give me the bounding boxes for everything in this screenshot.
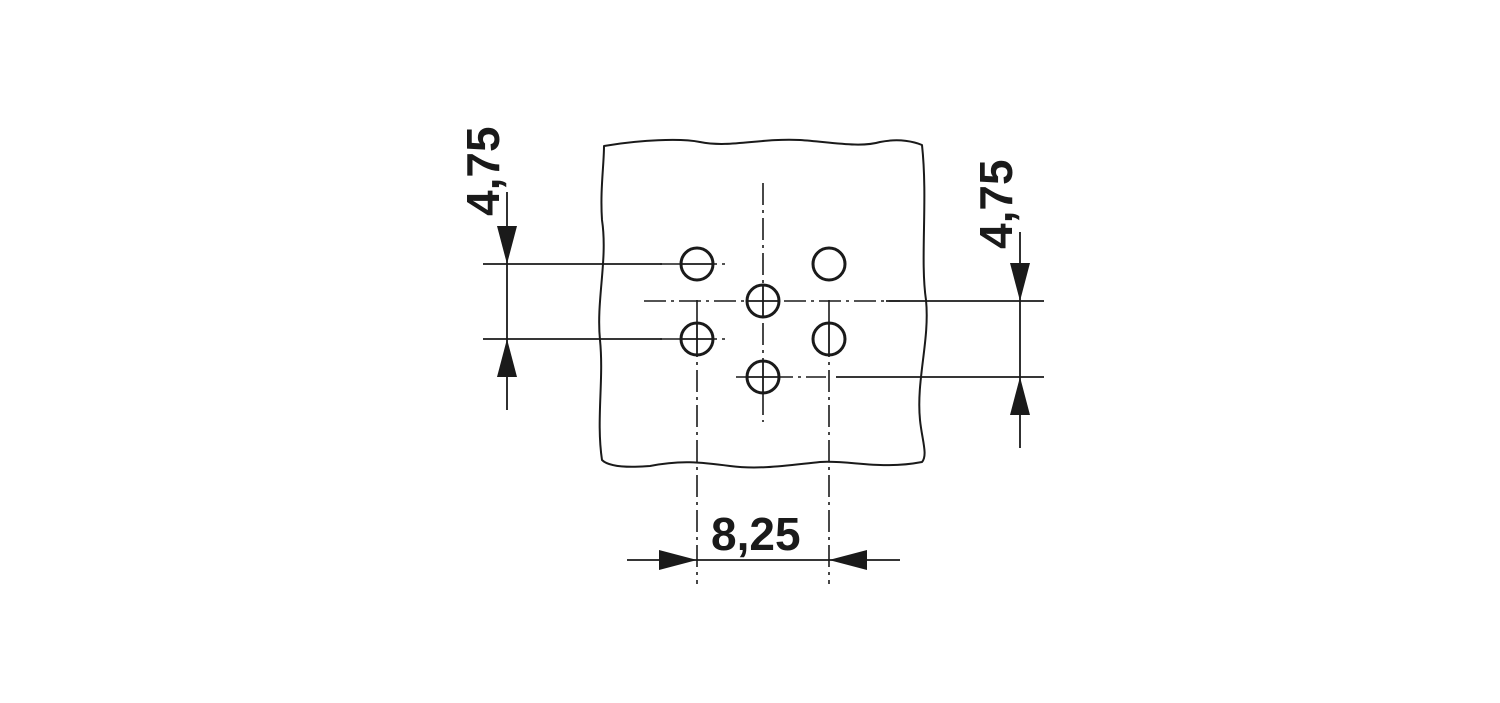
dimension-label-left: 4,75 — [457, 126, 509, 216]
arrow-left-icon — [829, 550, 867, 570]
dimension-label-right: 4,75 — [970, 159, 1022, 249]
arrow-right-icon — [659, 550, 697, 570]
dimension-right-vertical: 4,75 — [970, 159, 1030, 448]
board-outline — [598, 138, 928, 469]
dimension-bottom-horizontal: 8,25 — [627, 508, 900, 570]
pin-hole-lower-right — [811, 321, 847, 357]
dimension-left-vertical: 4,75 — [457, 126, 517, 410]
pin-hole-bottom — [745, 359, 781, 395]
arrow-down-icon — [497, 226, 517, 264]
arrow-up-icon — [1010, 377, 1030, 415]
arrow-down-icon — [1010, 263, 1030, 301]
pin-hole-center — [745, 283, 781, 319]
pin-hole-top-right — [811, 246, 847, 282]
pin-hole-lower-left — [679, 321, 715, 357]
arrow-up-icon — [497, 339, 517, 377]
pin-hole-top-left — [679, 246, 715, 282]
dimension-label-bottom: 8,25 — [711, 508, 801, 560]
